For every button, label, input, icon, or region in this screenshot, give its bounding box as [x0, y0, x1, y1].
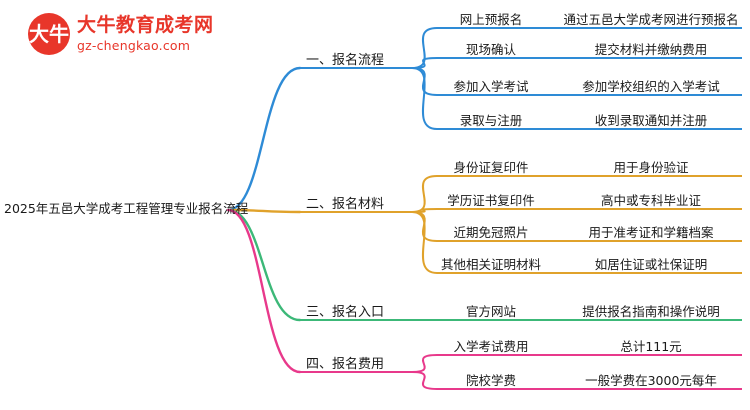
leaf-label-2-3: 近期免冠照片 [453, 225, 529, 240]
leaf-desc-4-2: 一般学费在3000元每年 [585, 373, 717, 388]
connector-line [411, 67, 438, 130]
connector-line [411, 175, 438, 213]
connector-line [226, 208, 302, 322]
leaf-label-2-2: 学历证书复印件 [447, 193, 535, 208]
logo-subtitle: gz-chengkao.com [77, 37, 191, 53]
site-logo: 大牛 大牛教育成考网 gz-chengkao.com [28, 8, 238, 60]
leaf-label-1-2: 现场确认 [465, 42, 516, 57]
leaf-label-2-1: 身份证复印件 [453, 160, 529, 175]
leaf-desc-1-1: 通过五邑大学成考网进行预报名 [563, 12, 739, 27]
connector-line [411, 57, 438, 69]
leaf-desc-2-1: 用于身份验证 [613, 160, 689, 175]
branch-label-4: 四、报名费用 [306, 357, 385, 372]
leaf-label-4-2: 院校学费 [465, 373, 516, 388]
branch-label-2: 二、报名材料 [306, 197, 385, 212]
connector-line [226, 208, 302, 374]
leaf-desc-1-2: 提交材料并缴纳费用 [594, 42, 708, 57]
leaf-desc-1-4: 收到录取通知并注册 [594, 113, 708, 128]
leaf-desc-4-1: 总计111元 [620, 339, 682, 354]
leaf-label-4-1: 入学考试费用 [453, 339, 529, 354]
connector-line [411, 354, 438, 373]
root-node-label: 2025年五邑大学成考工程管理专业报名流程 [4, 201, 249, 216]
leaf-label-1-3: 参加入学考试 [453, 79, 529, 94]
leaf-desc-3-1: 提供报名指南和操作说明 [582, 304, 720, 319]
connector-line [411, 211, 438, 274]
leaf-desc-1-3: 参加学校组织的入学考试 [582, 79, 720, 94]
connector-line [411, 27, 438, 69]
leaf-label-1-4: 录取与注册 [459, 113, 523, 128]
logo-mark-icon: 大牛 [28, 13, 70, 55]
leaf-label-3-1: 官方网站 [465, 304, 516, 319]
logo-title: 大牛教育成考网 [77, 13, 214, 36]
leaf-desc-2-3: 用于准考证和学籍档案 [588, 225, 714, 240]
branch-label-3: 三、报名入口 [306, 305, 385, 320]
leaf-desc-2-2: 高中或专科毕业证 [600, 193, 701, 208]
connector-line [226, 66, 302, 212]
connector-line [226, 208, 302, 214]
branch-label-1: 一、报名流程 [306, 53, 385, 68]
logo-mark-chars: 大牛 [29, 22, 69, 46]
leaf-label-2-4: 其他相关证明材料 [440, 257, 541, 272]
connector-line [411, 371, 438, 390]
leaf-label-1-1: 网上预报名 [459, 12, 523, 27]
leaf-desc-2-4: 如居住证或社保证明 [594, 257, 708, 272]
